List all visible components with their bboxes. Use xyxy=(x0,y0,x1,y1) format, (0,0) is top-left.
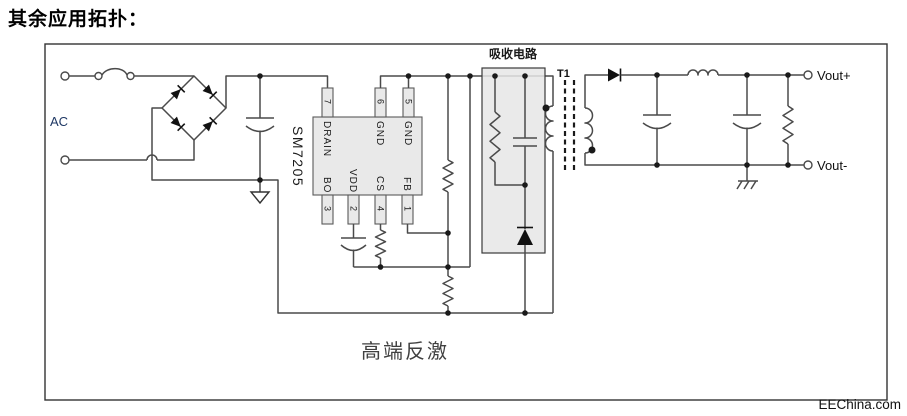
ac-input-section: AC xyxy=(50,67,195,165)
output-inductor xyxy=(687,69,719,76)
ac-terminal-top xyxy=(60,71,70,81)
pin-cs-label: CS xyxy=(374,176,385,192)
pin-7 xyxy=(321,87,334,118)
pin-5-num: 5 xyxy=(404,99,414,104)
fuse-icon xyxy=(94,67,135,81)
pin-4-num: 4 xyxy=(376,206,386,211)
pin-7-num: 7 xyxy=(323,99,333,104)
page-title: 其余应用拓扑： xyxy=(8,9,149,30)
cs-resistor xyxy=(374,224,387,267)
snubber-circuit: 吸收电路 xyxy=(481,46,546,313)
output-capacitor-2 xyxy=(732,75,762,165)
chip-name: SM7205 xyxy=(290,126,306,187)
vout-plus-terminal xyxy=(803,70,813,80)
pin-1-num: 1 xyxy=(403,206,413,211)
pin-3-num: 3 xyxy=(323,206,333,211)
pin-6-num: 6 xyxy=(376,99,386,104)
watermark: EEChina.com xyxy=(818,397,901,412)
transformer-label: T1 xyxy=(557,68,570,80)
bulk-capacitor xyxy=(245,76,275,180)
snubber-box xyxy=(481,67,546,254)
circuit-caption: 高端反激 xyxy=(361,340,449,363)
primary-winding xyxy=(544,105,554,152)
snubber-capacitor xyxy=(513,76,537,185)
load-resistor xyxy=(782,75,794,165)
output-capacitor-1 xyxy=(642,75,672,165)
bridge-rectifier xyxy=(151,75,553,314)
chassis-ground-icon xyxy=(736,165,758,190)
vout-plus-label: Vout+ xyxy=(817,68,851,83)
pin-2-num: 2 xyxy=(349,206,359,211)
vdd-capacitor xyxy=(340,224,367,267)
pin-fb-label: FB xyxy=(401,177,412,192)
snubber-label: 吸收电路 xyxy=(489,46,538,61)
sm7205-chip: SM7205 7 6 5 3 2 4 1 DRAIN GND GND BO VD… xyxy=(290,87,423,225)
pin-gnd6-label: GND xyxy=(374,121,385,146)
vout-minus-label: Vout- xyxy=(817,158,847,173)
snubber-resistor xyxy=(489,76,525,186)
ground-icon xyxy=(249,180,271,205)
secondary-winding xyxy=(584,107,594,154)
chip-body xyxy=(312,116,423,196)
pin-gnd5-label: GND xyxy=(402,121,413,146)
transformer-t1: T1 xyxy=(542,68,804,313)
ac-terminal-bottom xyxy=(60,155,70,165)
pin-drain-label: DRAIN xyxy=(321,121,332,157)
divider-resistor xyxy=(442,267,454,313)
output-section: Vout+ Vout- xyxy=(608,68,851,190)
secondary-polarity-dot xyxy=(588,146,596,154)
fb-resistor xyxy=(442,76,454,267)
junction-dots xyxy=(257,72,791,316)
pin-bo-label: BO xyxy=(321,177,332,193)
snubber-diode-icon xyxy=(517,185,533,313)
ac-label: AC xyxy=(50,114,68,129)
pin-vdd-label: VDD xyxy=(347,169,358,193)
vout-minus-terminal xyxy=(803,160,813,170)
figure-border xyxy=(44,43,888,401)
output-diode-icon xyxy=(608,68,622,82)
primary-polarity-dot xyxy=(542,104,550,112)
chip-support-network xyxy=(340,75,554,313)
pin-3 xyxy=(321,194,334,225)
